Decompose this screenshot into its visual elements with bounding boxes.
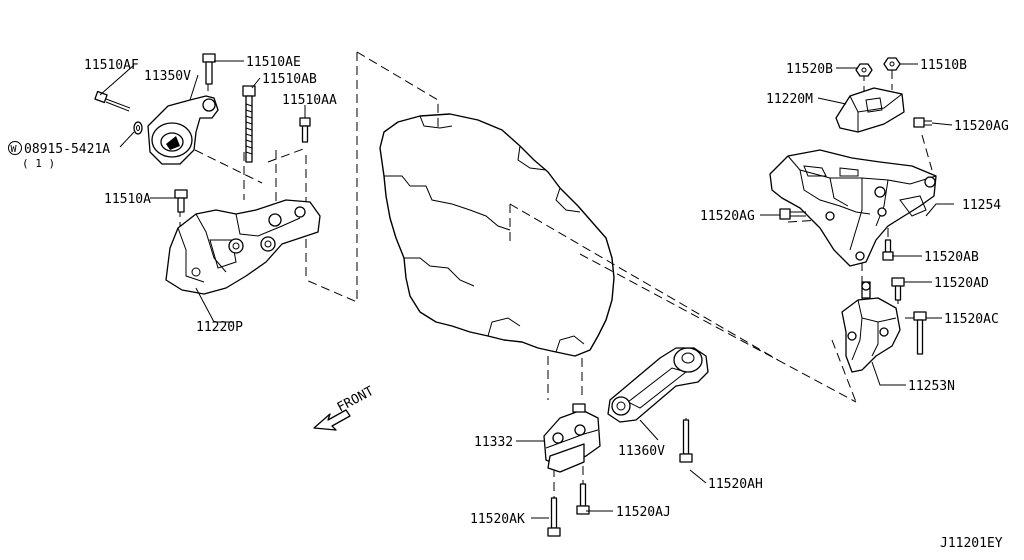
bracket-11253n [841,281,901,373]
label-11332: 11332 [474,435,513,450]
washer-label: W 08915-5421A ( 1 ) [8,141,110,170]
bolt-11520ab-icon [882,239,894,261]
bolt-11520ag-top-icon [913,117,932,128]
washer-icon [133,121,143,135]
front-arrow-icon [313,409,351,431]
bolt-11520ad-icon [891,277,905,301]
bolt-11510ab-icon [242,85,256,163]
bolt-11510aa-icon [299,117,311,143]
label-11520ad: 11520AD [934,276,989,291]
bolt-11520ag-left-icon [779,208,806,220]
label-11510a: 11510A [104,192,151,207]
label-11253n: 11253N [908,379,955,394]
diagram-id: J11201EY [940,536,1003,551]
label-11520ag-left: 11520AG [700,209,755,224]
mount-11220p [165,199,321,295]
label-11520ab: 11520AB [924,250,979,265]
label-11510ae: 11510AE [246,55,301,70]
label-11510ab: 11510AB [262,72,317,87]
bolt-11520ac-icon [913,311,927,355]
washer-circle-letter: W [11,144,18,155]
label-11510af: 11510AF [84,58,139,73]
label-11520ak: 11520AK [470,512,525,527]
bracket-11332 [543,403,601,473]
label-11220m: 11220M [766,92,813,107]
alignment-lines [179,51,933,500]
label-11520ah: 11520AH [708,477,763,492]
bolt-11520ak-icon [547,497,561,537]
bolt-11520aj-icon [576,483,590,515]
bolt-11510a-icon [174,189,188,213]
label-11254: 11254 [962,198,1001,213]
label-11350v: 11350V [144,69,191,84]
nut-11510b-icon [883,57,901,71]
label-11510b: 11510B [920,58,967,73]
label-11520ag-top: 11520AG [954,119,1009,134]
label-11510aa: 11510AA [282,93,337,108]
mount-11350v [147,95,219,165]
label-front: FRONT [335,384,377,416]
label-08915-5421a: 08915-5421A [24,142,110,157]
bolt-11520ah-icon [679,419,693,463]
label-11520ac: 11520AC [944,312,999,327]
mount-11220m [835,87,905,133]
leader-lines [99,60,954,519]
nut-11520b-icon [855,63,873,77]
engine-outline [379,113,615,357]
part-labels: 11510AF 11350V 11510AE 11510AB 11510AA W… [8,55,1009,551]
bolt-11510ae-icon [202,53,216,85]
label-11520b: 11520B [786,62,833,77]
torque-rod-11360v [607,347,709,423]
label-11520aj: 11520AJ [616,505,671,520]
bracket-11254 [769,149,937,267]
label-11220p: 11220P [196,320,243,335]
washer-quantity: ( 1 ) [22,157,55,170]
label-11360v: 11360V [618,444,665,459]
